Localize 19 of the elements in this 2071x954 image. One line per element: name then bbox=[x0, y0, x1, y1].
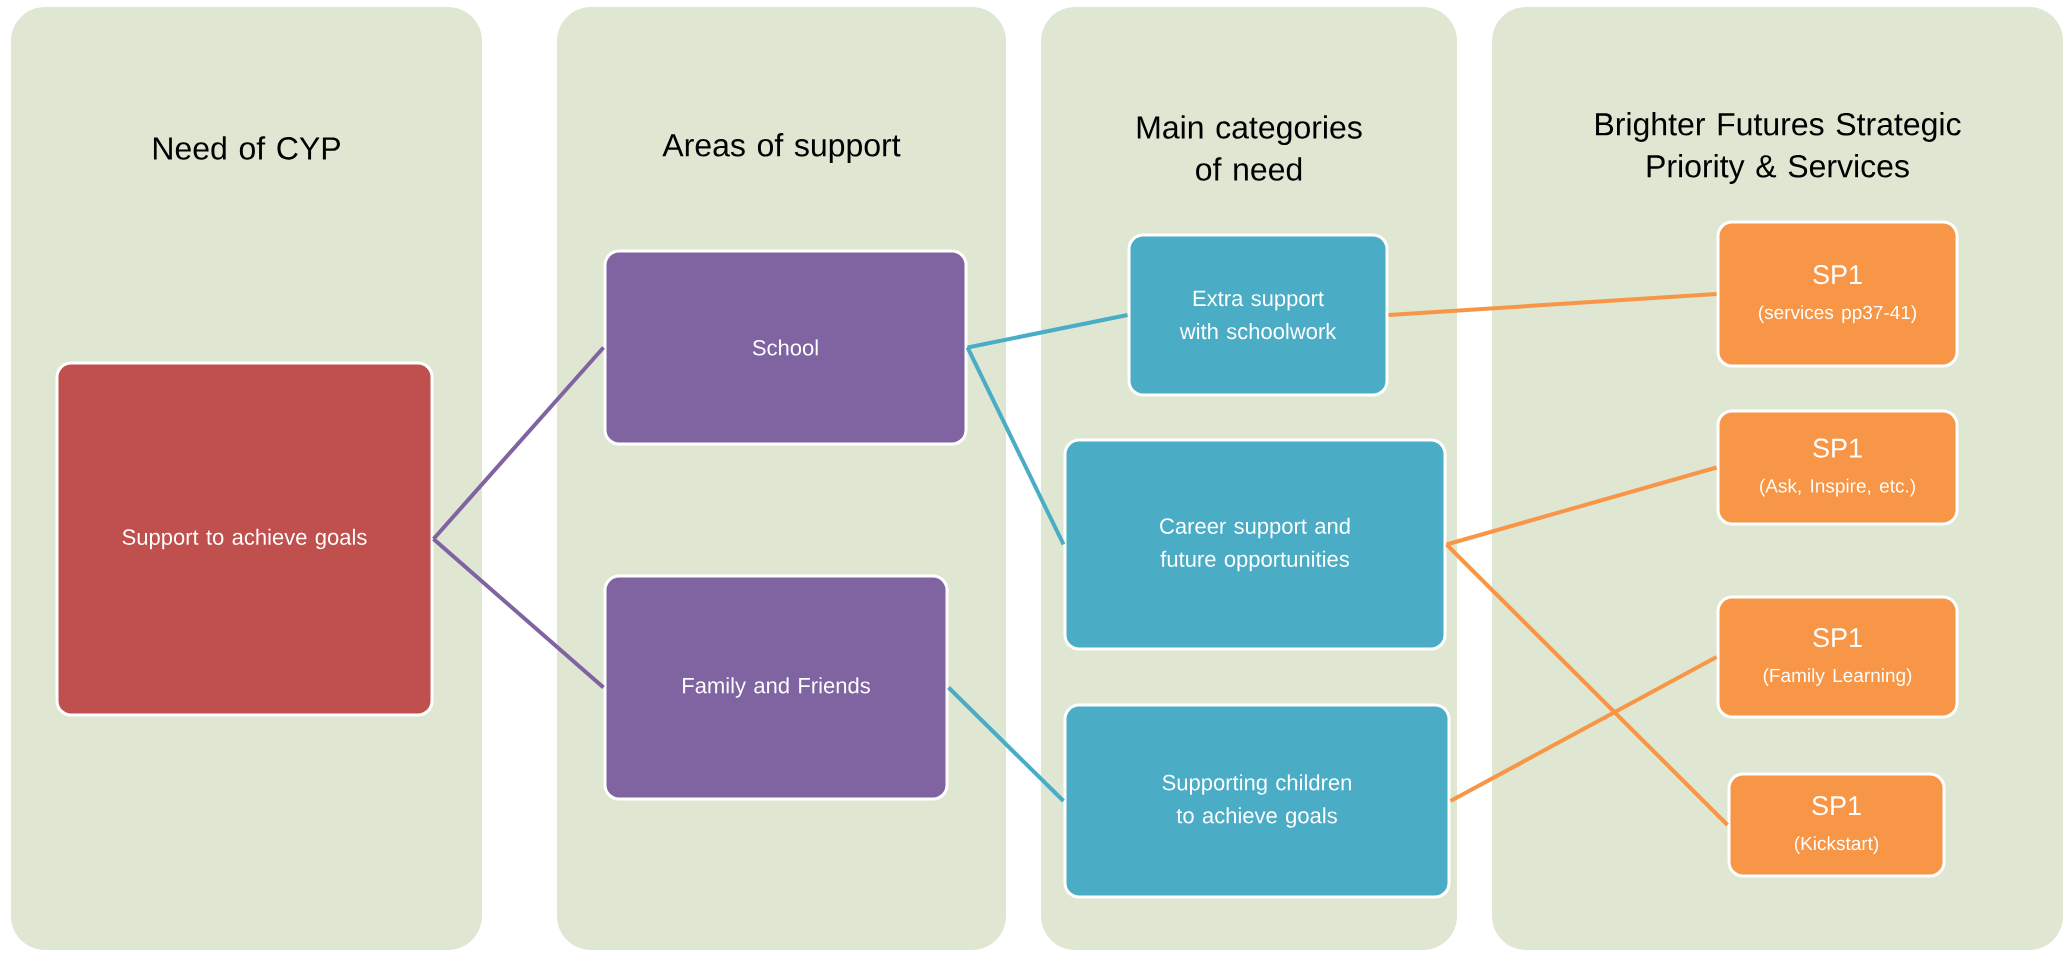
connector-line bbox=[1445, 465, 1718, 547]
area-box: School bbox=[603, 249, 968, 446]
category-box: Extra support with schoolwork bbox=[1127, 233, 1389, 397]
connector-line bbox=[432, 537, 605, 689]
connector-line bbox=[432, 346, 605, 541]
connector-line bbox=[967, 313, 1128, 350]
category-box: Career support and future opportunities bbox=[1063, 438, 1447, 651]
connector-line bbox=[1445, 543, 1729, 827]
category-box: Supporting children to achieve goals bbox=[1063, 703, 1451, 899]
area-box: Family and Friends bbox=[603, 574, 949, 801]
connector-line bbox=[965, 346, 1066, 546]
service-box: SP1 (Ask, Inspire, etc.) bbox=[1716, 409, 1959, 526]
need-box: Support to achieve goals bbox=[55, 361, 434, 717]
service-box: SP1 (services pp37-41) bbox=[1716, 220, 1959, 368]
service-box: SP1 (Kickstart) bbox=[1727, 772, 1946, 878]
connector-line bbox=[947, 686, 1065, 803]
connector-line bbox=[1449, 655, 1718, 803]
connector-line bbox=[1388, 292, 1717, 317]
service-box: SP1 (Family Learning) bbox=[1716, 595, 1959, 719]
